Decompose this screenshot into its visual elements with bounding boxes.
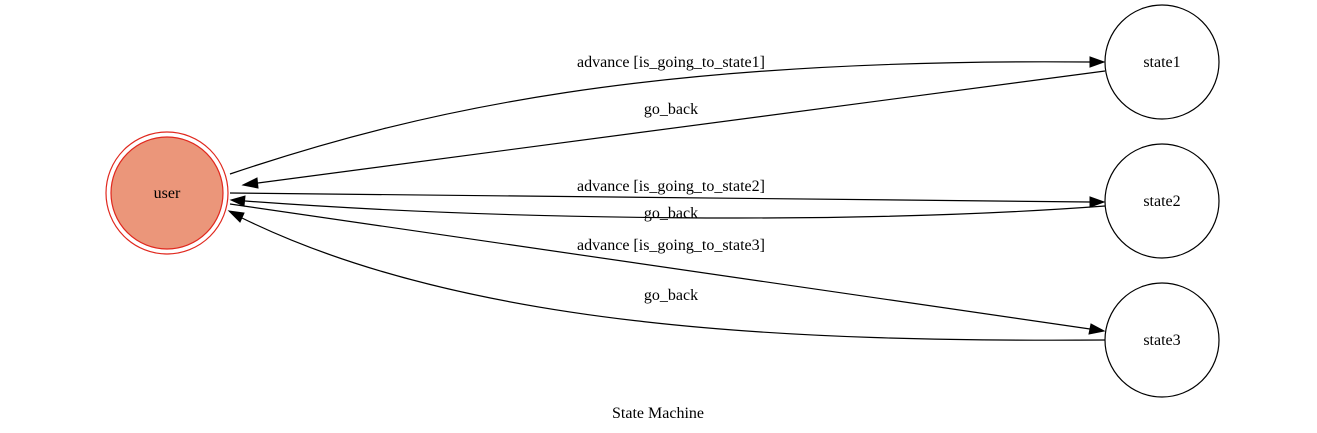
node-user-outer-ring bbox=[105, 131, 229, 255]
arrowhead-state3-to-user bbox=[227, 210, 245, 223]
edge-label-state3-to-user: go_back bbox=[644, 287, 698, 304]
node-state2: state2 bbox=[1104, 143, 1220, 259]
node-state1-ring bbox=[1104, 4, 1220, 120]
edges bbox=[227, 56, 1106, 341]
edge-user-to-state2 bbox=[229, 192, 1091, 203]
edge-label-user-to-state2: advance [is_going_to_state2] bbox=[577, 178, 765, 195]
node-state1-label: state1 bbox=[1143, 54, 1180, 71]
node-user: user bbox=[105, 131, 229, 255]
edge-state1-to-user bbox=[257, 70, 1106, 184]
arrowhead-user-to-state1 bbox=[1089, 56, 1106, 68]
arrowhead-state1-to-user bbox=[241, 177, 259, 189]
edge-label-state1-to-user: go_back bbox=[644, 101, 698, 118]
node-state2-label: state2 bbox=[1143, 193, 1180, 210]
node-state3-ring bbox=[1104, 282, 1220, 398]
edge-label-state2-to-user: go_back bbox=[644, 205, 698, 222]
arrowhead-user-to-state2 bbox=[1089, 196, 1106, 208]
node-state2-ring bbox=[1104, 143, 1220, 259]
node-user-fill bbox=[110, 136, 224, 250]
edge-labels: advance [is_going_to_state1] go_back adv… bbox=[577, 54, 765, 304]
edge-user-to-state3 bbox=[229, 203, 1091, 330]
edge-state3-to-user bbox=[241, 217, 1106, 341]
arrowhead-user-to-state3 bbox=[1088, 323, 1106, 335]
edge-user-to-state1 bbox=[229, 61, 1091, 175]
edge-label-user-to-state3: advance [is_going_to_state3] bbox=[577, 237, 765, 254]
node-state1: state1 bbox=[1104, 4, 1220, 120]
edge-label-user-to-state1: advance [is_going_to_state1] bbox=[577, 54, 765, 71]
node-state3-label: state3 bbox=[1143, 332, 1180, 349]
edge-state2-to-user bbox=[244, 200, 1106, 219]
node-user-label: user bbox=[154, 185, 181, 202]
arrowhead-state2-to-user bbox=[229, 195, 246, 207]
node-state3: state3 bbox=[1104, 282, 1220, 398]
diagram-caption: State Machine bbox=[612, 405, 704, 422]
